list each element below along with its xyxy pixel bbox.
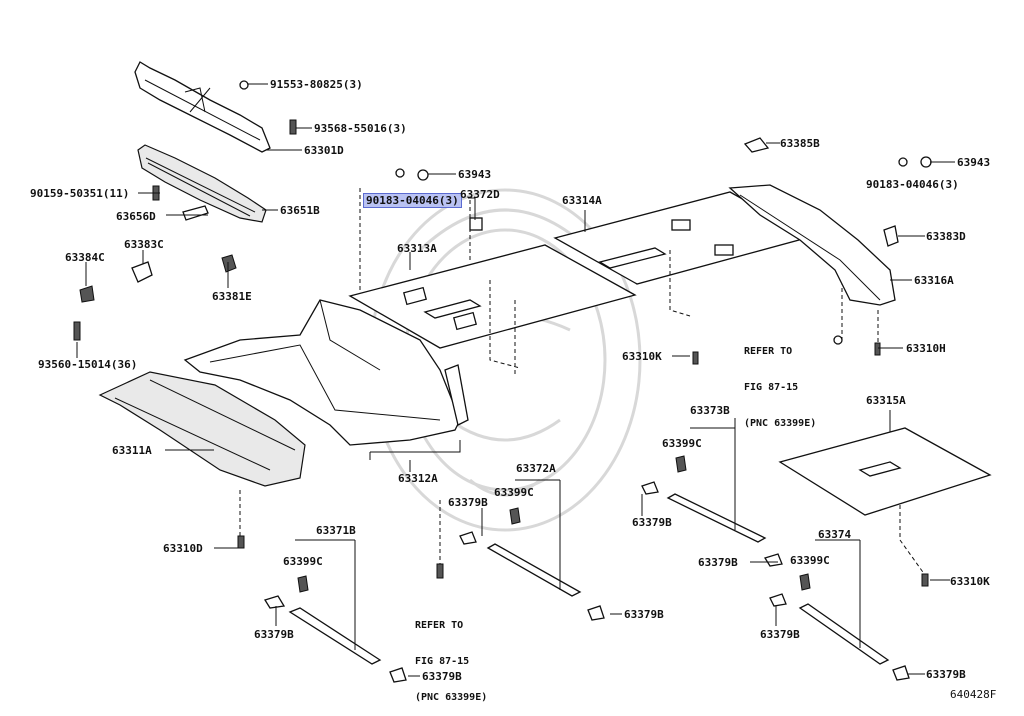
label-63383C[interactable]: 63383C <box>124 238 164 251</box>
refer-note-left: REFER TO FIG 87-15 (PNC 63399E) <box>415 596 487 716</box>
label-63373B[interactable]: 63373B <box>690 404 730 417</box>
part-63315A-sheet[interactable] <box>778 427 992 516</box>
refer-left-line-1: REFER TO <box>415 620 464 631</box>
refer-note-right: REFER TO FIG 87-15 (PNC 63399E) <box>744 322 816 442</box>
label-63372A[interactable]: 63372A <box>516 462 556 475</box>
label-63943-left[interactable]: 63943 <box>458 168 492 181</box>
clips[interactable] <box>264 455 910 683</box>
label-90183-04046-left[interactable]: 90183-04046(3) <box>363 193 462 208</box>
part-63312A-roof-trim[interactable] <box>183 299 469 446</box>
part-63316A-pillar[interactable] <box>728 184 896 306</box>
label-63943-right[interactable]: 63943 <box>957 156 991 169</box>
label-93568-55016[interactable]: 93568-55016(3) <box>314 122 407 135</box>
label-63310D[interactable]: 63310D <box>163 542 203 555</box>
label-90183-04046-right[interactable]: 90183-04046(3) <box>866 178 959 191</box>
part-63313A-panel[interactable] <box>348 244 637 349</box>
leader-lines <box>76 83 955 677</box>
label-63310H[interactable]: 63310H <box>906 342 946 355</box>
label-63371B[interactable]: 63371B <box>316 524 356 537</box>
refer-right-line-1: REFER TO <box>744 346 793 357</box>
part-63311A-rear-trim[interactable] <box>98 371 306 487</box>
label-63379B-e[interactable]: 63379B <box>254 628 294 641</box>
fasteners-right[interactable] <box>237 137 932 587</box>
label-63310K-bottom[interactable]: 63310K <box>950 575 990 588</box>
label-63379B-g[interactable]: 63379B <box>422 670 462 683</box>
part-63651B-strip[interactable] <box>137 144 267 223</box>
label-63384C[interactable]: 63384C <box>65 251 105 264</box>
label-63301D[interactable]: 63301D <box>304 144 344 157</box>
label-63379B-c[interactable]: 63379B <box>698 556 738 569</box>
part-63301D-bracket[interactable] <box>134 61 271 153</box>
label-63379B-a[interactable]: 63379B <box>448 496 488 509</box>
label-63656D[interactable]: 63656D <box>116 210 156 223</box>
label-63311A[interactable]: 63311A <box>112 444 152 457</box>
label-63399C-a[interactable]: 63399C <box>662 437 702 450</box>
label-90159-50351[interactable]: 90159-50351(11) <box>30 187 130 200</box>
label-63399C-d[interactable]: 63399C <box>790 554 830 567</box>
label-63379B-h[interactable]: 63379B <box>926 668 966 681</box>
label-63379B-b[interactable]: 63379B <box>632 516 672 529</box>
label-63381E[interactable]: 63381E <box>212 290 252 303</box>
label-93560-15014[interactable]: 93560-15014(36) <box>38 358 138 371</box>
label-63399C-c[interactable]: 63399C <box>283 555 323 568</box>
label-63399C-b[interactable]: 63399C <box>494 486 534 499</box>
label-63379B-d[interactable]: 63379B <box>624 608 664 621</box>
label-63315A[interactable]: 63315A <box>866 394 906 407</box>
figure-id: 640428F <box>950 688 997 701</box>
refer-right-line-2: FIG 87-15 <box>744 382 799 393</box>
label-91553-80825[interactable]: 91553-80825(3) <box>270 78 363 91</box>
floor-strips[interactable] <box>288 493 890 665</box>
label-63372D[interactable]: 63372D <box>460 188 500 201</box>
refer-left-line-3: (PNC 63399E) <box>415 692 488 703</box>
label-63314A[interactable]: 63314A <box>562 194 602 207</box>
label-63379B-f[interactable]: 63379B <box>760 628 800 641</box>
label-63383D[interactable]: 63383D <box>926 230 966 243</box>
label-63316A[interactable]: 63316A <box>914 274 954 287</box>
label-63310K-top[interactable]: 63310K <box>622 350 662 363</box>
refer-right-line-3: (PNC 63399E) <box>744 418 817 429</box>
label-63313A[interactable]: 63313A <box>397 242 437 255</box>
refer-left-line-2: FIG 87-15 <box>415 656 470 667</box>
label-63374[interactable]: 63374 <box>818 528 852 541</box>
label-63651B[interactable]: 63651B <box>280 204 320 217</box>
label-63312A[interactable]: 63312A <box>398 472 438 485</box>
label-63385B[interactable]: 63385B <box>780 137 820 150</box>
